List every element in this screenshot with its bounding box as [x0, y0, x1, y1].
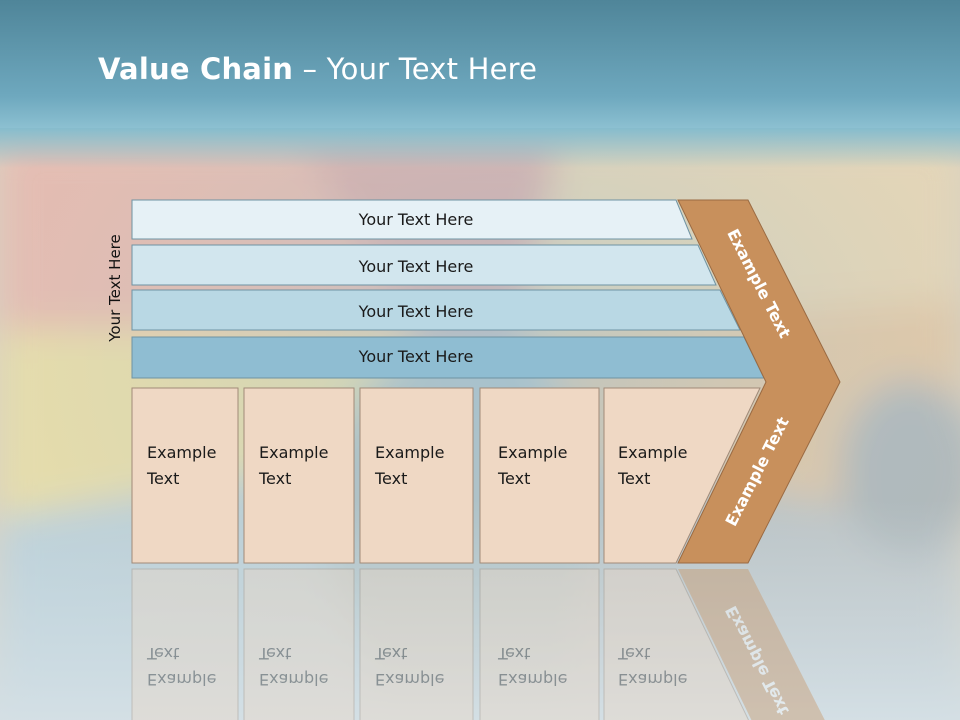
- reflected-cell-line-1: Example: [375, 670, 444, 689]
- activity-cell-3: Example Text: [359, 387, 474, 564]
- band-shape: [131, 289, 741, 331]
- activity-cell-2: Example Text: [243, 387, 355, 564]
- cell-line-1: Example: [375, 443, 444, 462]
- diagram-reflection: Example Text Example Text Example Text E…: [131, 568, 825, 720]
- cell-box: [131, 387, 239, 564]
- cell-line-2: Text: [617, 469, 650, 488]
- cell-line-1: Example: [147, 443, 216, 462]
- cell-box: [603, 387, 761, 564]
- cell-line-2: Text: [146, 469, 179, 488]
- reflected-chevron: [678, 569, 825, 720]
- reflected-cell-line-2: Text: [497, 644, 530, 663]
- band-shape: [131, 199, 693, 240]
- reflected-cell-line-1: Example: [147, 670, 216, 689]
- cell-line-1: Example: [618, 443, 687, 462]
- reflected-cell: [131, 568, 239, 720]
- side-label: Your Text Here: [106, 234, 124, 342]
- band-label: Your Text Here: [358, 257, 474, 276]
- reflected-cell-line-2: Text: [374, 644, 407, 663]
- reflected-cell: [359, 568, 474, 720]
- reflected-cell-line-1: Example: [498, 670, 567, 689]
- slide-title: Value Chain – Your Text Here: [98, 52, 537, 86]
- reflected-cell-line-1: Example: [618, 670, 687, 689]
- reflected-cell-line-2: Text: [617, 644, 650, 663]
- cell-box: [243, 387, 355, 564]
- band-label: Your Text Here: [358, 210, 474, 229]
- title-rest: – Your Text Here: [293, 52, 538, 86]
- cell-line-1: Example: [259, 443, 328, 462]
- band-1: Your Text Here: [131, 199, 693, 240]
- band-label: Your Text Here: [358, 347, 474, 366]
- reflected-cell: [243, 568, 355, 720]
- activity-cell-5: Example Text: [603, 387, 761, 564]
- reflected-cell-line-2: Text: [146, 644, 179, 663]
- reflected-cell: [603, 568, 750, 720]
- cell-line-2: Text: [258, 469, 291, 488]
- title-bold: Value Chain: [98, 52, 294, 86]
- cell-box: [479, 387, 600, 564]
- reflected-cell-line-1: Example: [259, 670, 328, 689]
- band-4: Your Text Here: [131, 336, 765, 379]
- cell-box: [359, 387, 474, 564]
- cell-line-2: Text: [374, 469, 407, 488]
- activity-cell-4: Example Text: [479, 387, 600, 564]
- band-label: Your Text Here: [358, 302, 474, 321]
- activity-cell-1: Example Text: [131, 387, 239, 564]
- cell-line-1: Example: [498, 443, 567, 462]
- band-2: Your Text Here: [131, 244, 717, 286]
- cell-line-2: Text: [497, 469, 530, 488]
- chevron-shape: [677, 199, 841, 564]
- reflected-cell: [479, 568, 600, 720]
- reflected-cell-line-2: Text: [258, 644, 291, 663]
- band-3: Your Text Here: [131, 289, 741, 331]
- band-shape: [131, 244, 717, 286]
